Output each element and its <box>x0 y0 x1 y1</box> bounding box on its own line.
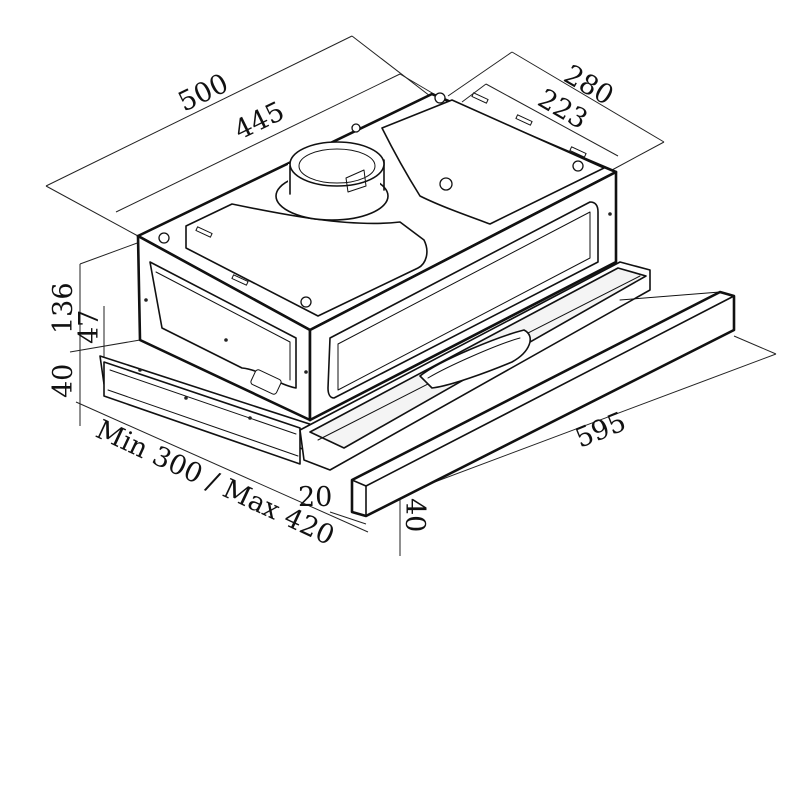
mount-hole <box>158 232 170 244</box>
screw-dot <box>304 370 308 374</box>
dim-line-445 <box>115 73 401 213</box>
screw-dot <box>138 368 142 372</box>
tray-handle-inner <box>427 337 521 379</box>
label-136: 136 <box>48 282 79 334</box>
control-switch[interactable] <box>250 369 282 395</box>
mount-hole <box>572 160 584 172</box>
frame-edge-line-2 <box>107 389 299 457</box>
dim-line-280 <box>511 51 665 143</box>
label-20: 20 <box>298 482 332 513</box>
dimension-lines <box>45 35 777 556</box>
label-445: 445 <box>229 96 289 146</box>
label-595: 595 <box>571 406 630 454</box>
dim-line-223 <box>485 83 619 157</box>
visor-rail <box>619 291 721 301</box>
side-panel-front-inner <box>337 211 591 391</box>
screw-dot <box>608 212 612 216</box>
visor-top-edge <box>365 295 735 487</box>
ext-line-280-left <box>447 51 513 97</box>
slot <box>471 92 489 104</box>
small-hole <box>351 123 361 133</box>
label-40-left: 40 <box>48 364 79 398</box>
filter-plate-left <box>185 203 428 317</box>
ext-line-500-left <box>45 185 139 237</box>
duct-damper <box>345 169 367 193</box>
label-500: 500 <box>173 68 233 118</box>
ext-line-595-right <box>733 335 777 355</box>
tray-handle <box>419 329 532 389</box>
ext-line-47-top <box>69 339 141 353</box>
sliding-tray <box>299 261 651 471</box>
mount-hole <box>300 296 312 308</box>
dim-line-depth-range <box>75 401 369 533</box>
side-panel-front <box>327 201 599 399</box>
slot <box>195 226 213 238</box>
filter-plate-right <box>381 99 605 225</box>
slot <box>231 274 249 286</box>
label-40-right: 40 <box>399 498 430 532</box>
side-panel-left-inner <box>155 271 291 381</box>
mount-hole <box>434 92 446 104</box>
screw-dot <box>248 416 252 420</box>
dim-line-500 <box>45 35 353 187</box>
screw-dot <box>144 298 148 302</box>
hood-housing <box>136 92 618 422</box>
slot <box>569 146 587 158</box>
slot <box>515 114 533 126</box>
visor-edge <box>351 479 367 487</box>
screw-dot <box>224 338 228 342</box>
frame-front-face <box>103 361 301 465</box>
screw-dot <box>184 396 188 400</box>
front-visor <box>350 290 736 518</box>
dim-line-20 <box>329 511 367 525</box>
ext-line-280-right <box>611 141 665 171</box>
duct-collar-inner <box>298 148 376 184</box>
ext-line-500-right <box>351 35 431 97</box>
label-47: 47 <box>74 310 105 344</box>
dim-line-595 <box>407 353 777 493</box>
frame-edge-line <box>109 369 297 435</box>
cable-hole <box>439 177 453 191</box>
ext-line-136-top <box>79 241 141 265</box>
